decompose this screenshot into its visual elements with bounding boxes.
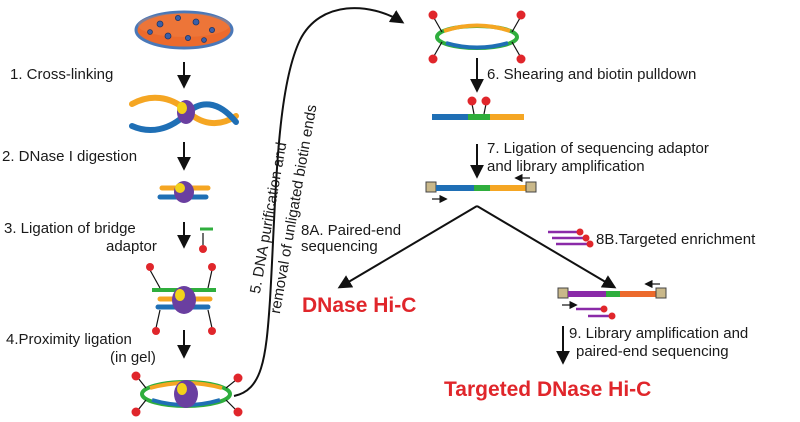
step8a-label-line2: sequencing <box>301 238 378 255</box>
targeted-dnase-hic-title: Targeted DNase Hi-C <box>444 378 652 401</box>
step1-label: 1. Cross-linking <box>10 66 114 83</box>
library-fragment-icon <box>425 173 537 204</box>
step4-label-line2: (in gel) <box>110 349 156 366</box>
step7-label-line2: and library amplification <box>487 158 645 175</box>
step9-label-line2: paired-end sequencing <box>576 343 729 360</box>
branch-arrows <box>337 205 617 289</box>
step9-label-line1: 9. Library amplification and <box>569 325 749 342</box>
sheared-fragment-icon <box>432 96 524 120</box>
purified-circle-icon <box>428 10 526 64</box>
step6-label: 6. Shearing and biotin pulldown <box>487 66 697 83</box>
bridge-adaptor-icon <box>199 227 213 253</box>
dnase-hic-title: DNase Hi-C <box>302 294 417 317</box>
step4-label-line1: 4.Proximity ligation <box>6 331 132 348</box>
proximity-ligated-circle-icon <box>131 371 243 417</box>
petri-dish-icon <box>134 10 234 50</box>
enriched-fragment-icon <box>557 279 667 320</box>
step2-label: 2. DNase I digestion <box>2 148 138 165</box>
crosslinked-chromatin-icon <box>129 94 239 133</box>
step3-label-line1: 3. Ligation of bridge <box>4 220 136 237</box>
capture-probes-icon <box>548 228 594 248</box>
step5-curved-arrow <box>233 7 405 397</box>
digested-fragment-icon <box>157 181 211 203</box>
step8a-label-line1: 8A. Paired-end <box>301 222 402 239</box>
step8b-label: 8B.Targeted enrichment <box>596 231 756 248</box>
step3-label-line2: adaptor <box>106 238 157 255</box>
right-column-arrows <box>470 58 570 365</box>
adaptor-ligated-complex-icon <box>146 263 216 335</box>
step7-label-line1: 7. Ligation of sequencing adaptor <box>487 140 709 157</box>
